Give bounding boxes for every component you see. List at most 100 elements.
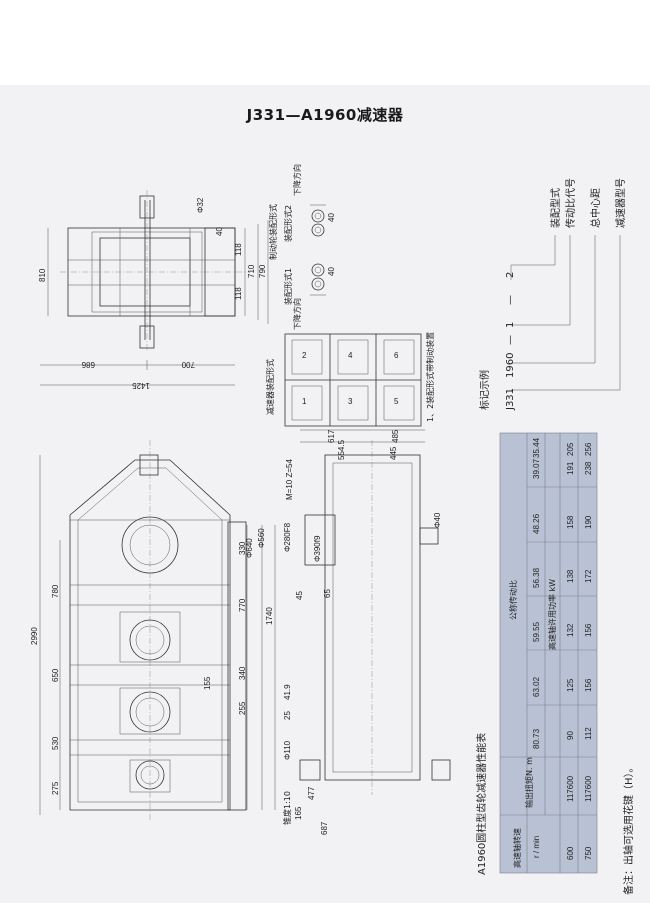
dim-phi390f9: Φ390f9 [313, 535, 322, 562]
dim-485: 485 [391, 429, 400, 443]
marking-code-j331: J331 [505, 388, 516, 411]
row2-v3: 156 [584, 623, 593, 637]
dim-686: 686 [81, 360, 95, 369]
row2-v5: 190 [584, 515, 593, 529]
ratio-6: 39.07 [532, 458, 541, 479]
table-header-torque: 输出扭矩N. m [524, 757, 534, 808]
dim-477: 477 [307, 786, 316, 800]
dim-700: 700 [181, 360, 195, 369]
dim-165: 165 [294, 806, 303, 820]
ratio-4: 56.38 [532, 567, 541, 588]
dim-330: 330 [238, 541, 247, 555]
assembly-num-4: 4 [348, 351, 353, 360]
dim-phi280f8: Φ280F8 [283, 522, 292, 552]
front-view-drawing [39, 440, 276, 820]
dim-810: 810 [38, 268, 47, 282]
dim-41-9: 41.9 [283, 684, 292, 700]
assembly-num-1: 1 [302, 397, 307, 406]
dim-340: 340 [238, 666, 247, 680]
row1-torque: 117600 [566, 775, 575, 802]
dim-phi110: Φ110 [283, 740, 292, 760]
footnote: 备注：出轴可选用花键（H）。 [622, 762, 635, 895]
marking-code-1960: 1960 [505, 353, 516, 378]
row2-v7: 256 [584, 442, 593, 456]
marking-code-dash2: — [505, 295, 516, 305]
marking-label-assembly: 装配型式 [549, 188, 562, 228]
brake-heading: 制动轮装配形式 [268, 204, 278, 260]
table-header-power: 高速轴许用功率 kW [547, 579, 557, 650]
ratio-3: 59.55 [532, 621, 541, 642]
dim-phi32: Φ32 [196, 197, 205, 213]
row1-v1: 90 [566, 731, 575, 740]
row1-v4: 138 [566, 569, 575, 583]
brake-form-2: 装配形式2 [283, 205, 293, 242]
dim-40-brake-b: 40 [327, 267, 336, 276]
dim-gear-module: M=10 Z=54 [285, 459, 294, 500]
row2-speed: 750 [584, 846, 593, 860]
dim-118-a: 118 [234, 243, 243, 256]
assembly-num-5: 5 [394, 397, 399, 406]
assembly-forms-grid [284, 333, 422, 427]
dim-155: 155 [203, 676, 212, 690]
marking-code-ratio: 1 [505, 322, 516, 328]
row2-v6: 238 [584, 461, 593, 475]
row2-v1: 112 [584, 727, 593, 740]
dim-275: 275 [51, 781, 60, 795]
dim-710: 710 [247, 264, 256, 278]
dim-770: 770 [238, 598, 247, 612]
assembly-num-3: 3 [348, 397, 353, 406]
ratio-7: 35.44 [532, 437, 541, 458]
page-title: J331—A1960减速器 [246, 106, 404, 124]
row2-v4: 172 [584, 569, 593, 583]
brake-down-1: 下降方向 [292, 298, 302, 330]
assembly-num-6: 6 [394, 351, 399, 360]
table-header-ratio: 公称传动比 [508, 580, 518, 620]
dim-1425: 1425 [132, 381, 150, 390]
row2-torque: 117600 [584, 775, 593, 802]
dim-554-5: 554.5 [337, 439, 346, 460]
performance-table [499, 432, 598, 874]
row1-v6: 191 [566, 461, 575, 475]
row1-v5: 158 [566, 515, 575, 529]
brake-form-1: 装配形式1 [283, 268, 293, 305]
row1-speed: 600 [566, 846, 575, 860]
brake-down-2: 下降方向 [292, 164, 302, 196]
dim-40-top: 40 [215, 227, 224, 236]
marking-label-center: 总中心距 [589, 188, 602, 228]
dim-2990: 2990 [30, 627, 39, 645]
top-view-drawing [40, 190, 269, 386]
dim-780: 780 [51, 584, 60, 598]
dim-790: 790 [258, 264, 267, 278]
dim-687: 687 [320, 821, 329, 835]
table-header-speed-unit: r / min [532, 836, 541, 858]
dim-40-brake-a: 40 [327, 213, 336, 222]
marking-label-model: 减速器型号 [614, 178, 627, 228]
assembly-note: 1、2装配形式带制动装置 [425, 332, 435, 422]
assembly-heading: 减速器装配形式 [265, 359, 275, 415]
ratio-1: 80.73 [532, 728, 541, 749]
dim-118-b: 118 [234, 287, 243, 300]
dim-445: 445 [389, 446, 398, 460]
row1-v2: 125 [566, 678, 575, 692]
dim-530: 530 [51, 736, 60, 750]
dim-255: 255 [238, 701, 247, 715]
brake-form-drawing [310, 204, 326, 296]
dim-65: 65 [323, 589, 332, 598]
table-title: A1960圆柱型齿轮减速器性能表 [475, 733, 488, 875]
row1-v7: 205 [566, 442, 575, 456]
marking-leaders [510, 235, 621, 391]
side-view-drawing [299, 429, 451, 795]
dim-25: 25 [283, 711, 292, 720]
dim-617: 617 [327, 429, 336, 443]
dim-1740: 1740 [265, 607, 274, 625]
dim-phi560: Φ560 [257, 528, 266, 548]
dim-phi40: Φ40 [433, 512, 442, 528]
row2-v2: 156 [584, 678, 593, 692]
marking-code-dash1: — [505, 335, 516, 345]
ratio-2: 63.02 [532, 676, 541, 697]
dim-45: 45 [295, 591, 304, 600]
assembly-num-2: 2 [302, 351, 307, 360]
row1-v3: 132 [566, 623, 575, 637]
